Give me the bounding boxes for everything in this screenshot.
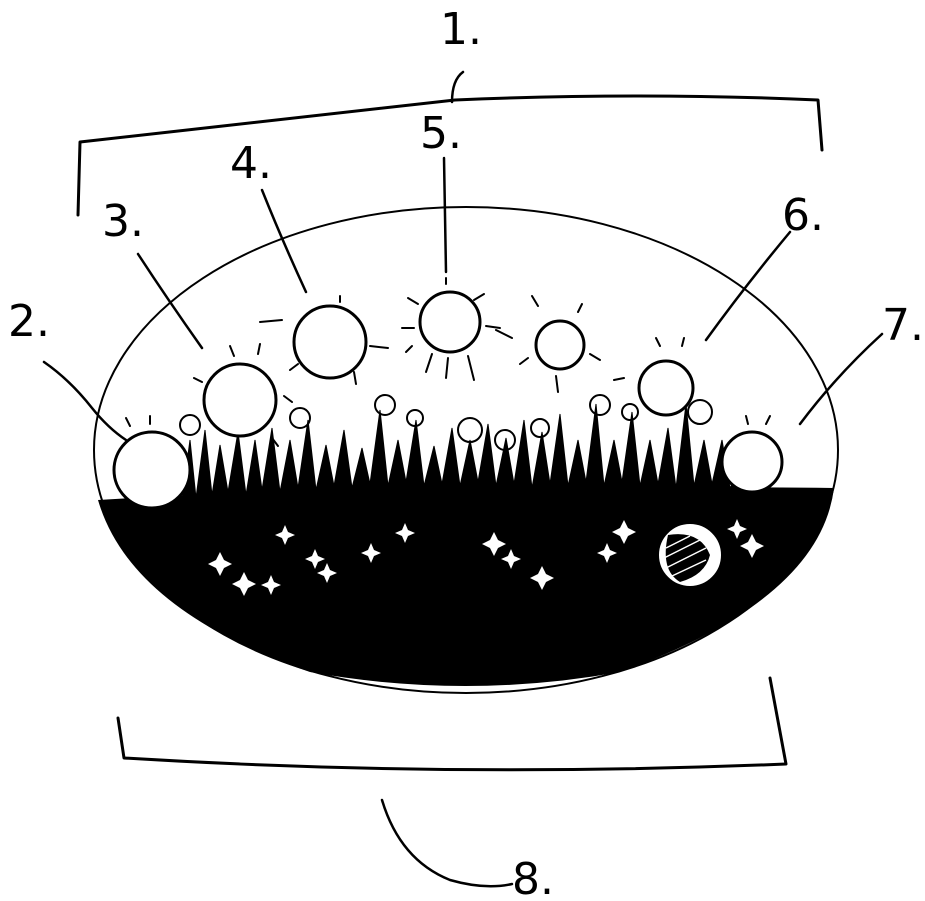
label-4: 4. [230, 138, 272, 189]
label-8: 8. [512, 854, 554, 901]
label-1: 1. [440, 4, 482, 55]
label-2: 2. [8, 296, 50, 347]
label-3: 3. [102, 196, 144, 247]
label-5: 5. [420, 108, 462, 159]
pointer-line-8 [382, 800, 512, 886]
label-7: 7. [882, 300, 924, 351]
pointer-line-1 [452, 72, 463, 102]
moon [660, 525, 720, 585]
ground [98, 487, 834, 686]
label-6: 6. [782, 190, 824, 241]
